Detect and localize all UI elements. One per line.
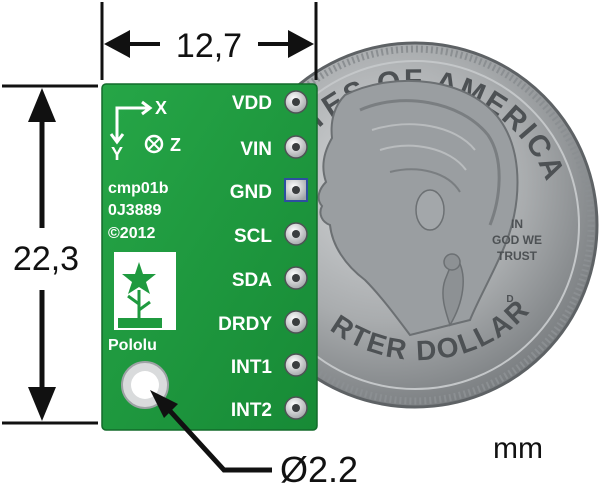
arrow-down-icon xyxy=(28,387,56,421)
pin-label-vdd: VDD xyxy=(232,93,272,114)
width-dimension xyxy=(100,2,318,80)
pin-label-gnd: GND xyxy=(230,182,272,203)
width-dimension-label: 12,7 xyxy=(176,27,242,65)
arrow-left-icon xyxy=(104,30,130,58)
brand-label: Pololu xyxy=(108,337,157,354)
board-copyright: ©2012 xyxy=(108,225,155,242)
hole-leader-line xyxy=(150,390,272,473)
height-dimension-label: 22,3 xyxy=(13,240,79,278)
pin-label-int1: INT1 xyxy=(231,357,273,378)
axis-y-label: Y xyxy=(111,144,123,164)
pin-label-vin: VIN xyxy=(240,139,272,160)
coin-mint-mark: D xyxy=(506,294,513,305)
leader-arrow-icon xyxy=(150,390,178,418)
coin-portrait xyxy=(317,79,519,337)
pin-label-scl: SCL xyxy=(234,226,272,247)
board-code: 0J3889 xyxy=(108,202,161,219)
height-dimension xyxy=(2,84,98,425)
axis-z-label: Z xyxy=(170,135,181,155)
axis-indicator xyxy=(109,100,153,145)
svg-text:TRUST: TRUST xyxy=(497,249,538,263)
silkscreen-text: cmp01b 0J3889 ©2012 xyxy=(108,180,169,242)
board-model: cmp01b xyxy=(108,180,169,197)
pin-pads xyxy=(284,90,308,420)
pin-label-sda: SDA xyxy=(232,270,272,291)
pin-label-int2: INT2 xyxy=(231,400,272,421)
pololu-logo xyxy=(114,252,176,330)
unit-label: mm xyxy=(493,432,543,465)
axis-x-label: X xyxy=(155,98,167,118)
pin-labels: VDD VIN GND SCL SDA DRDY INT1 INT2 xyxy=(218,93,272,421)
arrow-right-icon xyxy=(288,30,314,58)
svg-text:GOD WE: GOD WE xyxy=(492,233,542,247)
hole-diameter-label: Ø2.2 xyxy=(280,449,358,490)
coin-motto: IN GOD WE TRUST xyxy=(492,217,542,263)
pin-label-drdy: DRDY xyxy=(218,314,272,335)
magnetometer-board: X Y Z cmp01b 0J3889 ©2012 Pololu VDD V xyxy=(101,83,318,431)
axis-z-icon xyxy=(144,134,164,154)
svg-text:IN: IN xyxy=(511,217,523,231)
arrow-up-icon xyxy=(28,88,56,122)
